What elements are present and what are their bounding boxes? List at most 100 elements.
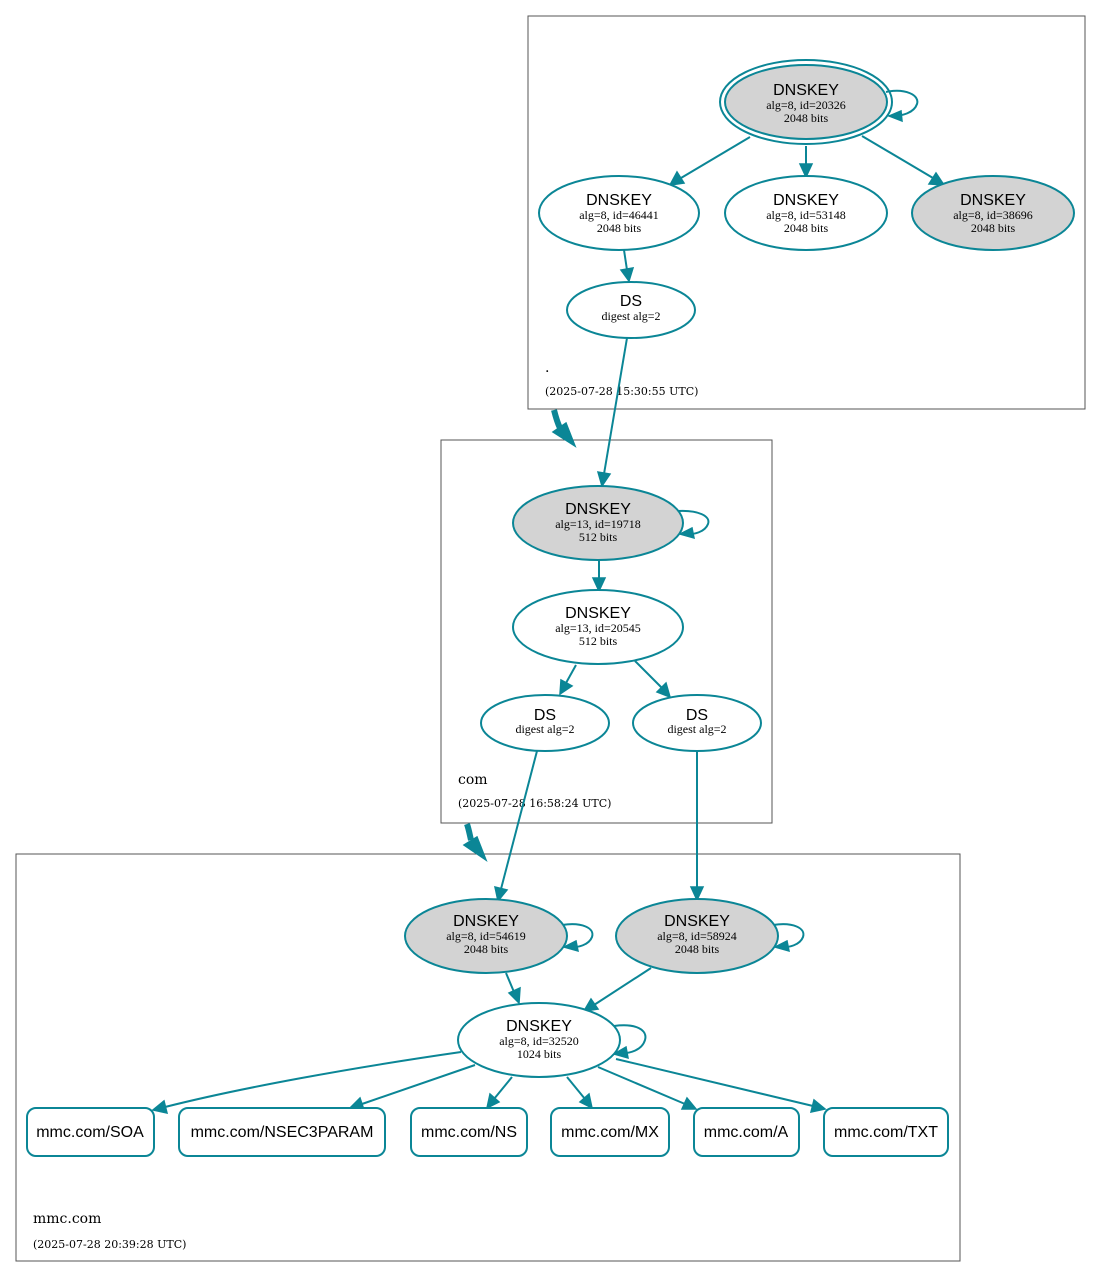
dnskey-ellipse (615, 898, 779, 974)
edge-arrowhead (151, 1099, 169, 1114)
edge-zsk-to-txt (615, 1058, 814, 1107)
edge-arrowhead (772, 939, 790, 953)
dnskey-node-mmc-32520[interactable]: DNSKEY alg=8, id=32520 1024 bits (457, 1002, 621, 1078)
rrset-box (26, 1107, 155, 1157)
dnskey-ellipse (538, 175, 700, 251)
rrset-node-soa[interactable]: mmc.com/SOA (26, 1107, 155, 1157)
edge-arrowhead (596, 471, 612, 488)
zone-mmc-name: mmc.com (33, 1211, 101, 1227)
edge-arrowhead (655, 681, 672, 699)
dnskey-title: DNSKEY (664, 913, 730, 930)
edge-com-ds1-to-mmc-ksk1 (500, 750, 538, 890)
zone-root-timestamp: (2025-07-28 15:30:55 UTC) (545, 385, 698, 398)
rrset-box (693, 1107, 800, 1157)
dnskey-alg-id: alg=13, id=20545 (555, 621, 641, 635)
edge-zsk-to-a (597, 1066, 686, 1105)
delegation-com-to-mmc (462, 823, 488, 862)
dnskey-alg-id: alg=8, id=53148 (766, 208, 846, 222)
dnskey-node-root-46441[interactable]: DNSKEY alg=8, id=46441 2048 bits (538, 175, 700, 251)
rrset-label: mmc.com/TXT (834, 1124, 938, 1141)
edge-zsk-to-ns (493, 1076, 513, 1100)
edge-mmc-ksk2-to-zsk (593, 967, 652, 1006)
dnskey-node-mmc-54619[interactable]: DNSKEY alg=8, id=54619 2048 bits (404, 898, 568, 974)
dnskey-bits: 1024 bits (517, 1047, 562, 1061)
edge-arrowhead (612, 1045, 629, 1060)
rrset-label: mmc.com/NS (421, 1124, 517, 1141)
rrset-node-ns[interactable]: mmc.com/NS (410, 1107, 528, 1157)
delegation-line (464, 823, 474, 841)
edge-root-ksk-to-zsk1 (680, 136, 751, 179)
rrset-label: mmc.com/A (704, 1124, 789, 1141)
rrset-label: mmc.com/MX (561, 1124, 659, 1141)
dnskey-ellipse (724, 175, 888, 251)
rrset-label: mmc.com/SOA (36, 1124, 144, 1141)
dnskey-bits: 512 bits (579, 634, 618, 648)
edge-zsk-to-soa (164, 1051, 462, 1108)
rrset-node-txt[interactable]: mmc.com/TXT (823, 1107, 949, 1157)
delegation-root-to-com (551, 409, 577, 448)
dnskey-alg-id: alg=8, id=32520 (499, 1034, 579, 1048)
dnskey-node-root-53148[interactable]: DNSKEY alg=8, id=53148 2048 bits (724, 175, 888, 251)
edge-arrowhead (561, 939, 579, 953)
zone-mmc-timestamp: (2025-07-28 20:39:28 UTC) (33, 1238, 186, 1251)
edge-arrowhead (680, 1096, 698, 1110)
dnskey-title: DNSKEY (773, 82, 839, 99)
edge-root-zsk1-to-ds (623, 249, 628, 271)
ds-ellipse (632, 694, 762, 752)
ds-ellipse (566, 281, 696, 339)
ds-node-root[interactable]: DS digest alg=2 (566, 281, 696, 339)
dnskey-ellipse (404, 898, 568, 974)
dnskey-bits: 2048 bits (784, 221, 829, 235)
ds-node-com-1[interactable]: DS digest alg=2 (480, 694, 610, 752)
ds-node-com-2[interactable]: DS digest alg=2 (632, 694, 762, 752)
ds-digest: digest alg=2 (515, 722, 574, 736)
dnskey-title: DNSKEY (453, 913, 519, 930)
dnskey-alg-id: alg=13, id=19718 (555, 517, 641, 531)
dnskey-title: DNSKEY (960, 192, 1026, 209)
dnskey-title: DNSKEY (506, 1018, 572, 1035)
rrset-box (410, 1107, 528, 1157)
dnskey-bits: 2048 bits (464, 942, 509, 956)
dnskey-alg-id: alg=8, id=38696 (953, 208, 1033, 222)
trust-anchor-outer-ring (719, 59, 893, 145)
dnskey-alg-id: alg=8, id=54619 (446, 929, 526, 943)
rrset-box (823, 1107, 949, 1157)
edge-arrowhead (927, 171, 946, 186)
edge-arrowhead (668, 170, 686, 186)
edge-arrowhead (886, 109, 903, 123)
dnskey-title: DNSKEY (773, 192, 839, 209)
edge-arrowhead (559, 678, 574, 696)
dnskey-node-com-20545[interactable]: DNSKEY alg=13, id=20545 512 bits (512, 589, 684, 665)
edge-arrowhead (578, 1092, 594, 1110)
edge-arrowhead (591, 577, 607, 593)
ds-digest: digest alg=2 (601, 309, 660, 323)
edge-arrowhead (507, 986, 521, 1005)
edge-arrowhead (689, 886, 705, 902)
edge-zsk-to-mx (566, 1076, 586, 1100)
delegation-arrowhead (551, 421, 577, 448)
zone-com-name: com (458, 772, 488, 788)
edge-root-ksk-to-ksk2 (861, 135, 934, 179)
dnskey-ellipse (457, 1002, 621, 1078)
dnskey-title: DNSKEY (586, 192, 652, 209)
dnskey-title: DNSKEY (565, 605, 631, 622)
dnskey-node-root-20326[interactable]: DNSKEY alg=8, id=20326 2048 bits (719, 59, 893, 145)
rrset-node-nsec3param[interactable]: mmc.com/NSEC3PARAM (178, 1107, 386, 1157)
rrset-node-mx[interactable]: mmc.com/MX (550, 1107, 670, 1157)
dnskey-node-root-38696[interactable]: DNSKEY alg=8, id=38696 2048 bits (911, 175, 1075, 251)
edge-mmc-ksk1-to-zsk (505, 972, 515, 993)
dnskey-node-com-19718[interactable]: DNSKEY alg=13, id=19718 512 bits (512, 485, 684, 561)
edge-arrowhead (582, 997, 600, 1012)
dnskey-node-mmc-58924[interactable]: DNSKEY alg=8, id=58924 2048 bits (615, 898, 779, 974)
dnskey-ellipse (911, 175, 1075, 251)
dnskey-alg-id: alg=8, id=46441 (579, 208, 659, 222)
rrset-box (550, 1107, 670, 1157)
edge-arrowhead (619, 267, 635, 283)
dnskey-bits: 512 bits (579, 530, 618, 544)
edge-arrowhead (677, 526, 695, 540)
rrset-node-a[interactable]: mmc.com/A (693, 1107, 800, 1157)
edge-zsk-to-nsec3param (361, 1064, 476, 1105)
edge-com-zsk-to-ds2 (634, 660, 663, 689)
dnskey-bits: 2048 bits (784, 111, 829, 125)
